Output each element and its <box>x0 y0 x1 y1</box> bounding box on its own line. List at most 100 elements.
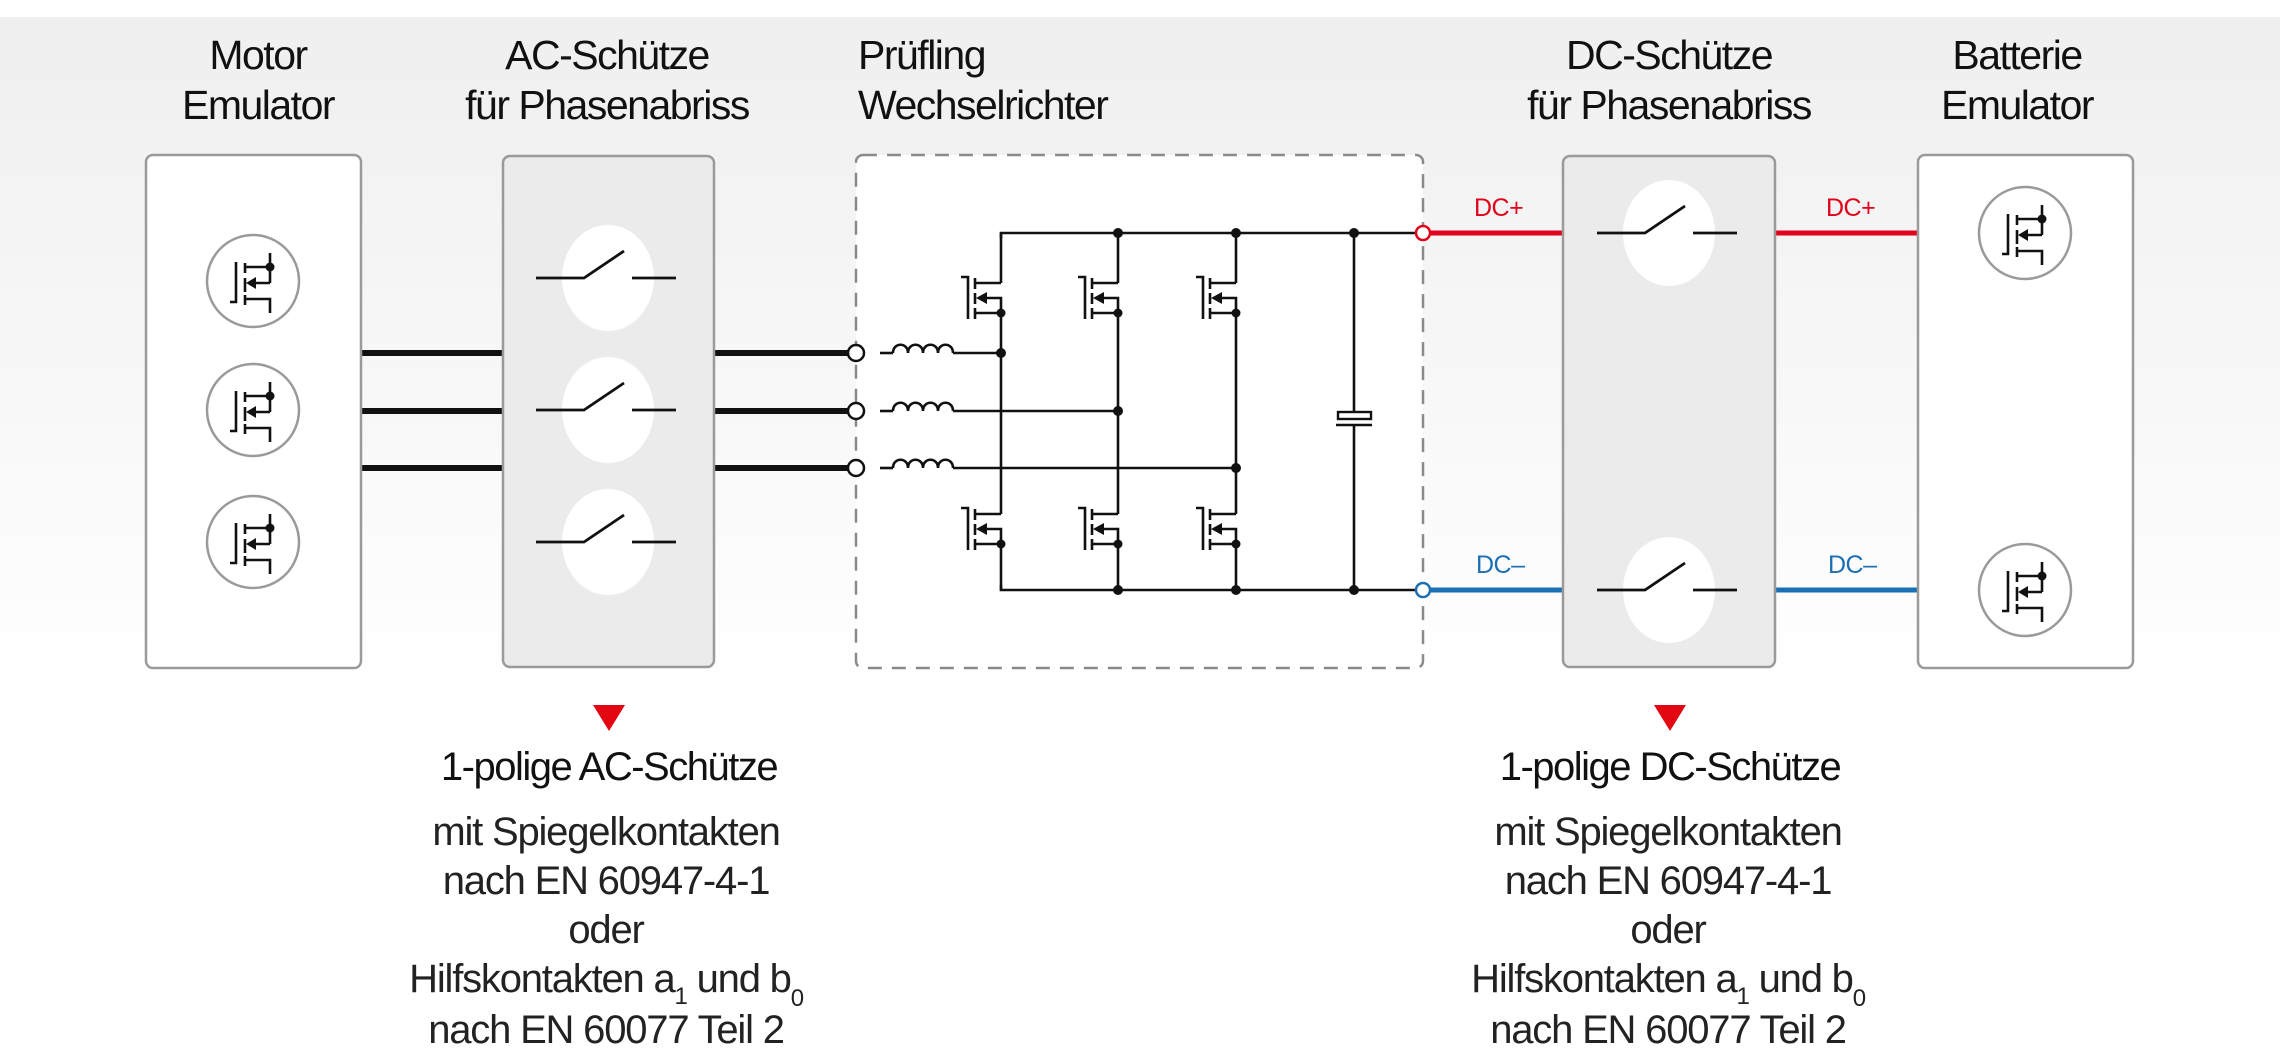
capacitor-plate <box>1336 410 1373 421</box>
source <box>245 426 272 442</box>
switch-blade <box>1597 561 1686 592</box>
battery-emulator-block[interactable] <box>1916 153 2135 670</box>
switch-icon <box>536 489 676 595</box>
mosfet-icon <box>205 362 301 458</box>
gate <box>2002 571 2010 613</box>
mosfet-arrow <box>1093 292 1104 304</box>
switch-icon <box>1597 180 1737 286</box>
header-battery-emulator-line1: Batterie <box>1952 32 2081 78</box>
mosfet-icon <box>1196 275 1241 319</box>
mosfet-junction <box>1113 539 1123 549</box>
mosfet-body <box>1098 296 1120 313</box>
mosfet-arrow <box>1093 523 1104 535</box>
mosfet-arrow <box>1211 523 1222 535</box>
dc-minus-label-left: DC– <box>1476 551 1525 579</box>
switch-highlight <box>562 357 654 463</box>
dc-wires <box>1430 230 1918 593</box>
mosfet-body <box>1098 527 1120 544</box>
switch-blade <box>1597 204 1686 235</box>
mosfet-gate <box>1196 275 1205 319</box>
source <box>2017 606 2044 622</box>
dc-note-aux-sub1: 1 <box>1737 983 1750 1010</box>
mosfet-body <box>981 527 1003 544</box>
ac-terminal-l2 <box>846 401 866 421</box>
dc-contactor-block[interactable] <box>1561 154 1777 669</box>
dc-note-line-1: mit Spiegelkontakten <box>1494 810 1841 854</box>
arrow-head <box>2018 586 2028 598</box>
dc-note-aux-sub2: 0 <box>1853 985 1866 1012</box>
gate <box>230 262 238 304</box>
dut-inverter-block[interactable] <box>854 153 1425 670</box>
mosfet-body <box>981 296 1003 313</box>
mosfet-junction <box>1113 308 1123 318</box>
mosfet-body <box>1216 296 1238 313</box>
battery-emulator-box[interactable] <box>1916 153 2135 670</box>
junction-dot <box>1113 585 1123 595</box>
ac-note-line-1: mit Spiegelkontakten <box>432 810 779 854</box>
mosfet-icon <box>205 494 301 590</box>
ac-note-line-2: nach EN 60947-4-1 <box>443 859 770 903</box>
header-ac-contactors-line1: AC-Schütze <box>505 32 709 78</box>
header-motor-emulator-line1: Motor <box>209 32 307 78</box>
mosfet-junction <box>1231 308 1241 318</box>
switch-blade <box>536 513 625 544</box>
mosfet-arrow <box>1211 292 1222 304</box>
switch-icon <box>1597 537 1737 643</box>
mosfet-junction <box>996 308 1006 318</box>
mosfet-icon <box>961 275 1006 319</box>
header-dut-line2: Wechselrichter <box>858 82 1108 128</box>
ac-note-aux-prefix: Hilfskontakten a <box>409 957 676 1001</box>
dc-note-arrow-icon <box>1654 705 1686 731</box>
ac-contactor-block[interactable] <box>501 154 716 669</box>
ac-note-line-5: nach EN 60077 Teil 2 <box>428 1008 784 1052</box>
dc-note-line-3: oder <box>1630 908 1706 952</box>
ac-note-title: 1-polige AC-Schütze <box>441 745 777 789</box>
ac-note-aux-sub1: 1 <box>675 983 688 1010</box>
junction-dot <box>1231 228 1241 238</box>
switch-highlight <box>1623 537 1715 643</box>
mosfet-junction <box>996 539 1006 549</box>
mosfet-gate <box>1078 506 1087 550</box>
mosfet-gate <box>1078 275 1087 319</box>
motor-emulator-block[interactable] <box>144 153 363 670</box>
dc-note-line-4: Hilfskontakten a1 und b0 <box>1471 957 1866 1012</box>
source <box>245 297 272 313</box>
junction <box>2037 214 2047 224</box>
junction-dot <box>1113 228 1123 238</box>
junction-dot <box>1349 228 1359 238</box>
switch-icon <box>536 357 676 463</box>
block-headers: Motor Emulator AC-Schütze für Phasenabri… <box>182 32 2095 128</box>
dc-note-title: 1-polige DC-Schütze <box>1500 745 1841 789</box>
mosfet-arrow <box>976 523 987 535</box>
junction-dot <box>1231 585 1241 595</box>
switch-highlight <box>562 225 654 331</box>
mosfet-icon <box>1977 185 2073 281</box>
gate <box>230 391 238 433</box>
junction-dot <box>1231 463 1241 473</box>
dc-contactor-box[interactable] <box>1561 154 1777 669</box>
header-battery-emulator-line2: Emulator <box>1941 82 2094 128</box>
ac-note: 1-polige AC-Schütze mit Spiegelkontakten… <box>409 705 805 1052</box>
switch-blade <box>536 381 625 412</box>
junction-dot <box>996 348 1006 358</box>
ac-note-aux-middle: und b <box>687 957 791 1001</box>
junction <box>265 391 275 401</box>
ac-note-line-3: oder <box>568 908 644 952</box>
inductor-icon <box>891 401 955 412</box>
dc-minus-terminal <box>1414 581 1432 599</box>
mosfet-gate <box>961 506 970 550</box>
terminals <box>846 224 1432 599</box>
ac-terminal-l3 <box>846 458 866 478</box>
header-ac-contactors-line2: für Phasenabriss <box>465 82 750 128</box>
dc-note-aux-prefix: Hilfskontakten a <box>1471 957 1738 1001</box>
mosfet-gate <box>1196 506 1205 550</box>
dc-plus-label-right: DC+ <box>1826 194 1875 222</box>
source <box>245 558 272 574</box>
header-dc-contactors-line1: DC-Schütze <box>1566 32 1772 78</box>
junction <box>265 523 275 533</box>
mosfet-icon <box>1078 275 1123 319</box>
mosfet-icon <box>1196 506 1241 550</box>
mosfet-icon <box>1078 506 1123 550</box>
gate <box>2002 214 2010 256</box>
